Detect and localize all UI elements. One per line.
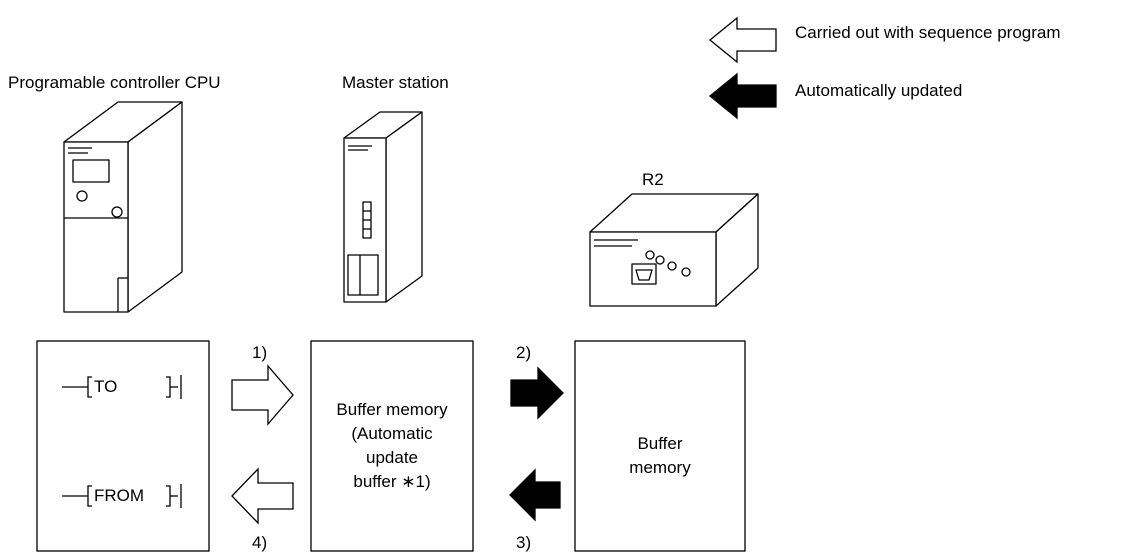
master-title: Master station bbox=[342, 73, 449, 92]
r2-device-icon bbox=[589, 193, 759, 307]
r2-buffer-line1: Buffer bbox=[637, 434, 683, 453]
step3-solid-arrow-icon bbox=[509, 468, 561, 522]
to-instruction-symbol bbox=[62, 375, 182, 399]
step-1-label: 1) bbox=[252, 343, 268, 362]
step4-hollow-arrow-icon bbox=[231, 467, 294, 525]
step2-solid-arrow-icon bbox=[510, 366, 564, 420]
r2-title: R2 bbox=[642, 170, 664, 189]
legend-hollow-arrow-icon bbox=[708, 16, 777, 64]
step-4-label: 4) bbox=[252, 533, 268, 552]
master-buffer-box bbox=[310, 340, 474, 552]
step1-hollow-arrow-icon bbox=[231, 364, 294, 426]
master-station-device-icon bbox=[343, 111, 423, 303]
master-buffer-line2: (Automatic bbox=[351, 424, 433, 443]
master-buffer-text: Buffer memory (Automatic update buffer ∗… bbox=[311, 398, 473, 494]
r2-buffer-box bbox=[574, 340, 746, 552]
r2-buffer-line2: memory bbox=[629, 458, 691, 477]
cpu-device-icon bbox=[63, 101, 183, 313]
cpu-program-box bbox=[36, 340, 210, 552]
from-instruction-symbol bbox=[62, 484, 182, 508]
legend-sequence-label: Carried out with sequence program bbox=[795, 23, 1061, 42]
master-buffer-line1: Buffer memory bbox=[336, 400, 448, 419]
step-3-label: 3) bbox=[516, 533, 532, 552]
master-buffer-line4: buffer ∗1) bbox=[353, 472, 431, 491]
master-buffer-line3: update bbox=[366, 448, 418, 467]
instruction-to-label: TO bbox=[94, 377, 118, 396]
r2-buffer-text: Buffer memory bbox=[575, 432, 745, 480]
legend-auto-label: Automatically updated bbox=[795, 81, 963, 100]
instruction-from-label: FROM bbox=[94, 486, 145, 505]
step-2-label: 2) bbox=[516, 343, 532, 362]
cpu-title: Programable controller CPU bbox=[8, 73, 221, 92]
legend-solid-arrow-icon bbox=[708, 72, 777, 120]
